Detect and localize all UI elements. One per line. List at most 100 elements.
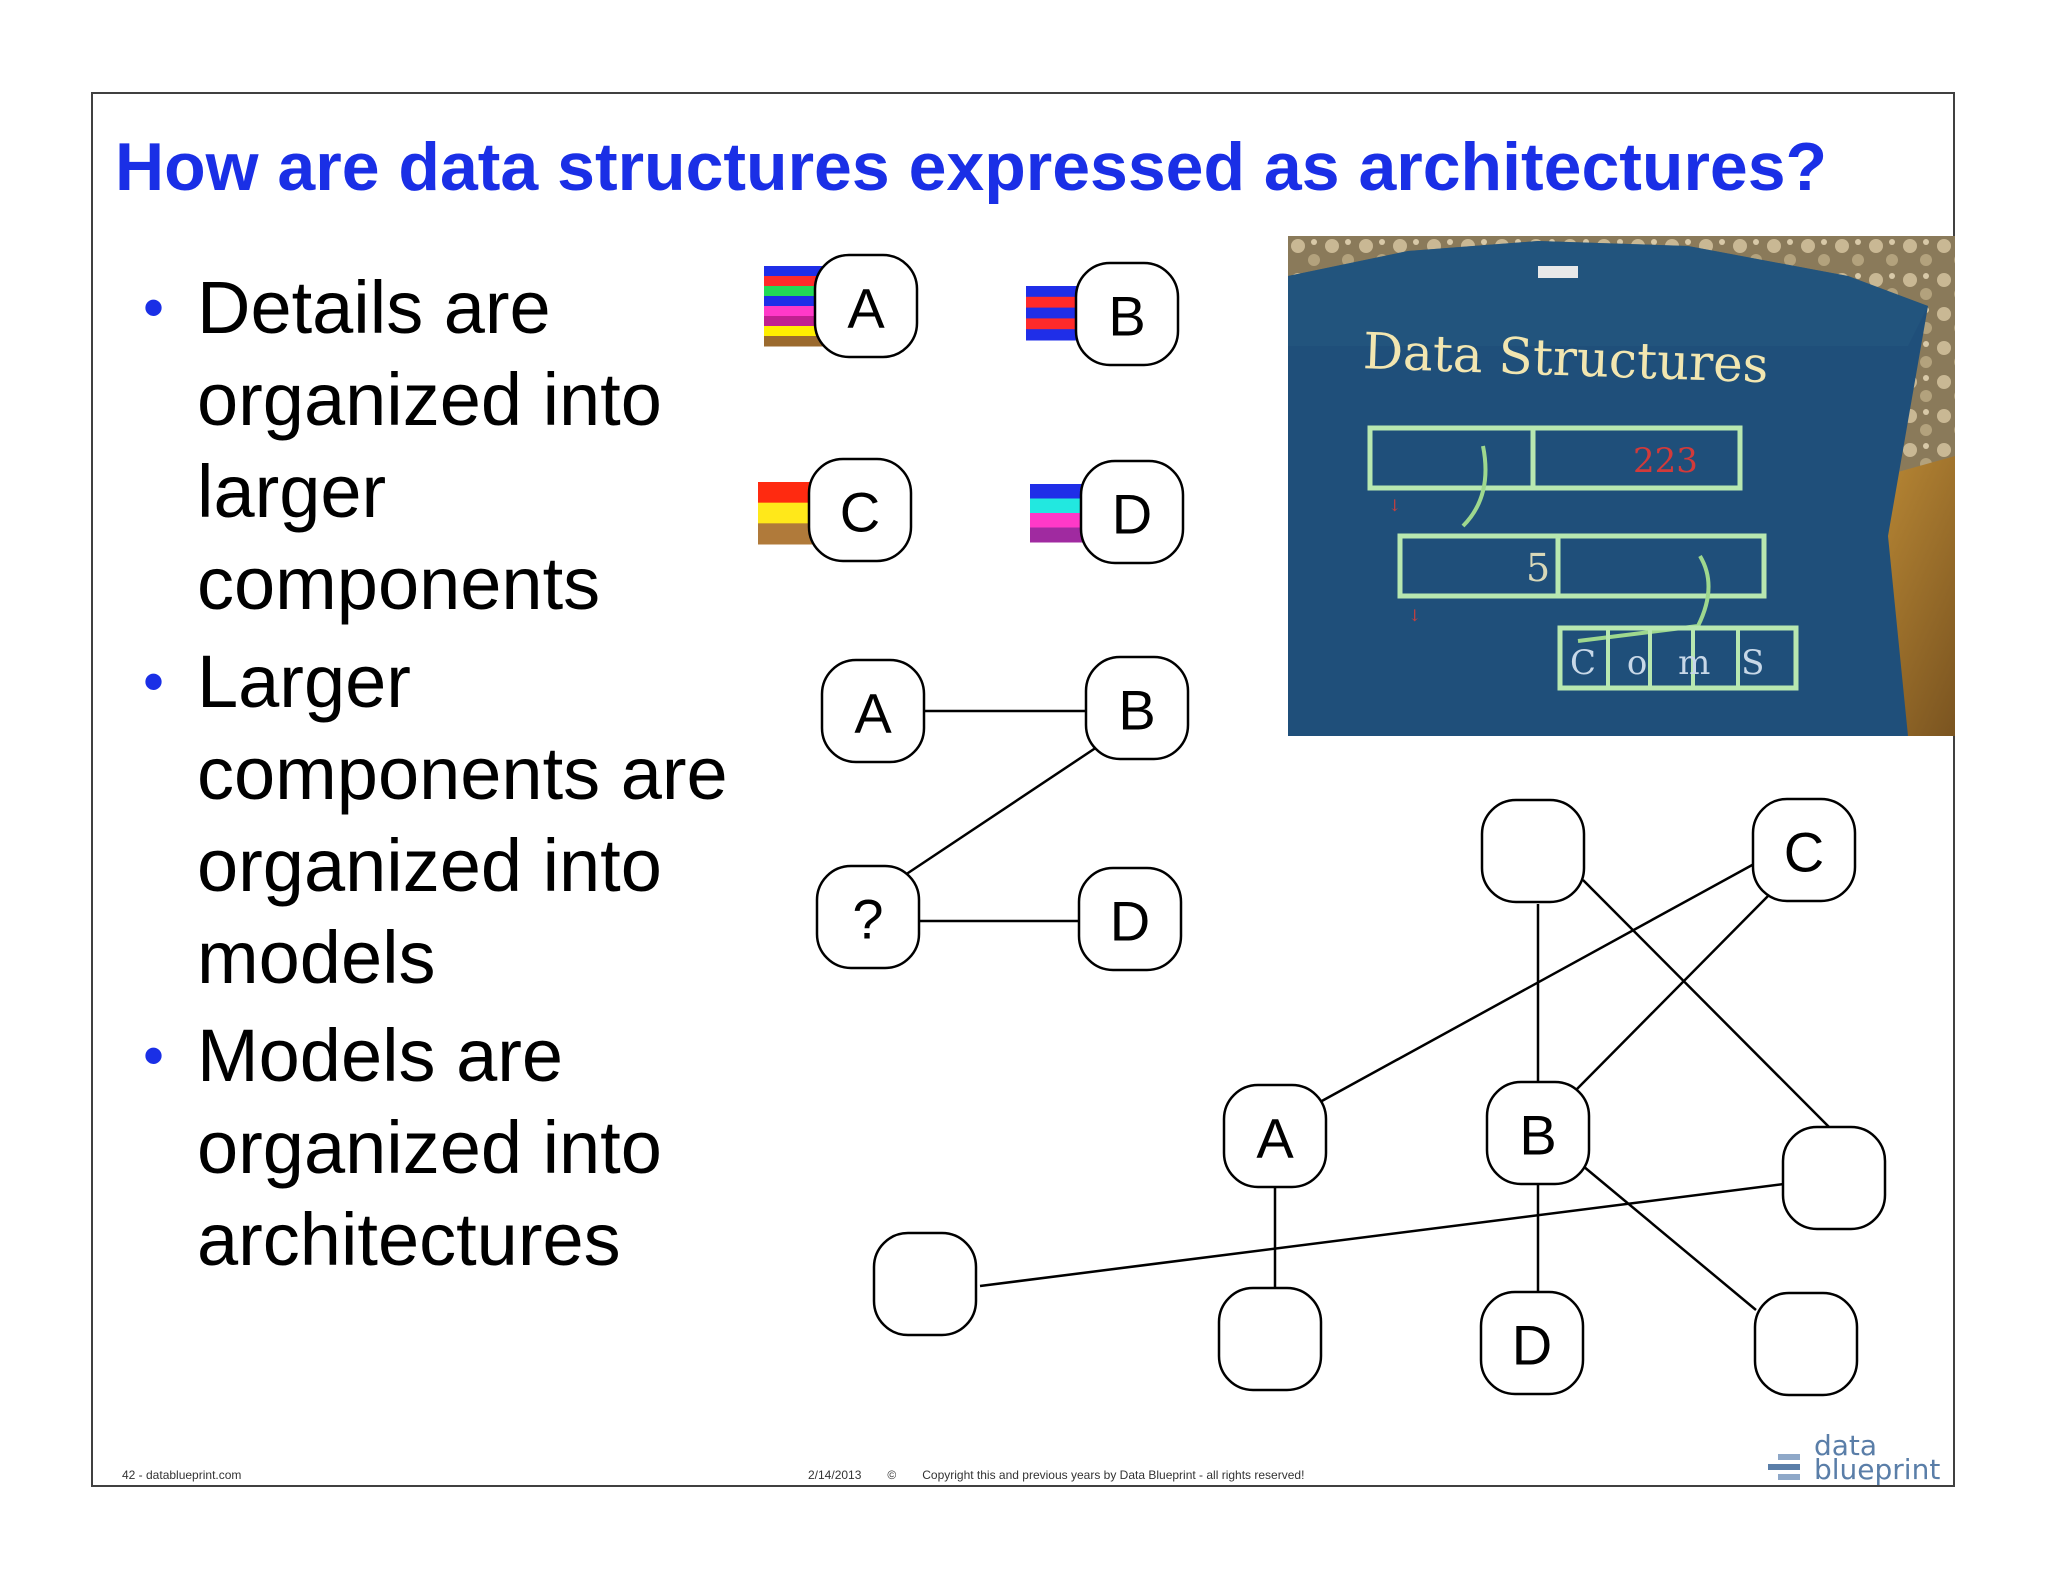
slide-title: How are data structures expressed as arc… bbox=[115, 129, 1828, 205]
stripe bbox=[1026, 286, 1084, 298]
component-stripes-A bbox=[764, 266, 824, 347]
architecture-node-D: D bbox=[1479, 1290, 1585, 1396]
bullet-dot: • bbox=[143, 274, 165, 341]
architecture-node-B-box bbox=[1485, 1080, 1591, 1186]
component-node-C: C bbox=[807, 457, 913, 563]
model-node-0-box bbox=[820, 658, 926, 764]
component-stripes-D bbox=[1030, 484, 1088, 543]
component-stripes-B bbox=[1026, 286, 1084, 341]
tshirt-photo: Data Structures 223 5 C o m S ↓ ↓ bbox=[1288, 236, 1955, 736]
stripe bbox=[764, 306, 824, 317]
bullet-text: Models are organized into architectures bbox=[197, 1014, 662, 1281]
footer-page-source: 42 - datablueprint.com bbox=[122, 1468, 242, 1482]
data-blueprint-logo: data blueprint bbox=[1764, 1432, 1954, 1490]
architecture-blank-node-1 bbox=[1781, 1125, 1887, 1231]
stripe bbox=[758, 482, 818, 504]
stripe bbox=[1026, 329, 1084, 341]
architecture-blank-node-0-box bbox=[1480, 798, 1586, 904]
logo-text-blueprint: blueprint bbox=[1814, 1453, 1941, 1486]
architecture-edge-3 bbox=[1575, 895, 1769, 1091]
tshirt-cell-text: 223 bbox=[1633, 441, 1698, 481]
architecture-node-D-box bbox=[1479, 1290, 1585, 1396]
architecture-blank-node-0 bbox=[1480, 798, 1586, 904]
tshirt-cell-text: C o m S bbox=[1570, 643, 1774, 683]
stripe bbox=[764, 296, 824, 307]
svg-text:↓: ↓ bbox=[1388, 496, 1401, 515]
logo-text-data: data bbox=[1814, 1429, 1878, 1462]
architecture-blank-node-4 bbox=[1753, 1291, 1859, 1397]
architecture-node-A-label: A bbox=[1256, 1107, 1294, 1170]
model-edge-q-b bbox=[904, 743, 1101, 877]
stripe bbox=[764, 266, 824, 277]
tshirt-cell-text: 5 bbox=[1526, 546, 1550, 590]
component-icons bbox=[758, 266, 1088, 545]
footer-date: 2/14/2013 bbox=[808, 1468, 862, 1482]
architecture-node-C-box bbox=[1751, 797, 1857, 903]
bullet-list: • Details are organized into larger compo… bbox=[135, 262, 745, 1292]
model-node-2: ? bbox=[815, 864, 921, 970]
model-node-3-label: D bbox=[1110, 890, 1150, 953]
architecture-edge-1 bbox=[1582, 879, 1831, 1129]
bullet-item: • Models are organized into architectures bbox=[135, 1010, 745, 1286]
stripe bbox=[1030, 498, 1088, 514]
model-node-2-box bbox=[815, 864, 921, 970]
architecture-node-B-label: B bbox=[1519, 1104, 1556, 1167]
component-node-A-label: A bbox=[847, 277, 885, 340]
architecture-blank-node-3 bbox=[1217, 1286, 1323, 1392]
component-node-A: A bbox=[813, 253, 919, 359]
stripe bbox=[764, 286, 824, 297]
bullet-item: • Details are organized into larger compo… bbox=[135, 262, 745, 630]
model-node-3: D bbox=[1077, 866, 1183, 972]
bullet-dot: • bbox=[143, 648, 165, 715]
stripe bbox=[1030, 527, 1088, 543]
diagram-edges bbox=[904, 709, 1831, 1311]
tshirt-caption: Data Structures bbox=[1362, 322, 1769, 394]
stripe bbox=[758, 523, 818, 545]
component-node-D-box bbox=[1079, 459, 1185, 565]
model-node-2-label: ? bbox=[852, 888, 883, 951]
stripe bbox=[764, 316, 824, 327]
footer-copyright: 2/14/2013 © Copyright this and previous ye… bbox=[808, 1468, 1330, 1482]
model-node-1-label: B bbox=[1118, 679, 1155, 742]
architecture-node-D-label: D bbox=[1512, 1314, 1552, 1377]
stripe bbox=[1026, 296, 1084, 309]
stripe bbox=[764, 326, 824, 337]
bullet-item: • Larger components are organized into mo… bbox=[135, 636, 745, 1004]
architecture-edge-2 bbox=[1319, 862, 1755, 1104]
stripe bbox=[1030, 484, 1088, 499]
architecture-blank-node-1-box bbox=[1781, 1125, 1887, 1231]
stripe bbox=[1026, 307, 1084, 319]
stripe bbox=[1026, 318, 1084, 330]
model-node-3-box bbox=[1077, 866, 1183, 972]
model-node-1-box bbox=[1084, 655, 1190, 761]
architecture-edge-6 bbox=[1582, 1165, 1757, 1311]
footer-copyright-text: Copyright this and previous years by Dat… bbox=[922, 1468, 1305, 1482]
stripe bbox=[758, 502, 818, 524]
component-node-B: B bbox=[1074, 261, 1180, 367]
architecture-node-B: B bbox=[1485, 1080, 1591, 1186]
bullet-dot: • bbox=[143, 1022, 165, 1089]
model-node-1: B bbox=[1084, 655, 1190, 761]
architecture-node-A-box bbox=[1222, 1083, 1328, 1189]
svg-text:↓: ↓ bbox=[1408, 606, 1421, 625]
component-node-A-box bbox=[813, 253, 919, 359]
architecture-blank-node-2 bbox=[872, 1231, 978, 1337]
stripe bbox=[764, 276, 824, 287]
bullet-text: Larger components are organized into mod… bbox=[197, 640, 728, 999]
component-node-D-label: D bbox=[1112, 483, 1152, 546]
architecture-blank-node-3-box bbox=[1217, 1286, 1323, 1392]
architecture-node-C-label: C bbox=[1784, 821, 1824, 884]
component-node-B-label: B bbox=[1108, 285, 1145, 348]
bullet-text: Details are organized into larger compon… bbox=[197, 266, 662, 625]
copyright-icon: © bbox=[887, 1468, 897, 1482]
component-node-B-box bbox=[1074, 261, 1180, 367]
component-node-C-label: C bbox=[840, 481, 880, 544]
component-node-C-box bbox=[807, 457, 913, 563]
diagram-nodes: A B C D A B? D C A B D bbox=[807, 253, 1887, 1397]
architecture-node-A: A bbox=[1222, 1083, 1328, 1189]
component-node-D: D bbox=[1079, 459, 1185, 565]
model-node-0: A bbox=[820, 658, 926, 764]
architecture-blank-node-2-box bbox=[872, 1231, 978, 1337]
architecture-blank-node-4-box bbox=[1753, 1291, 1859, 1397]
